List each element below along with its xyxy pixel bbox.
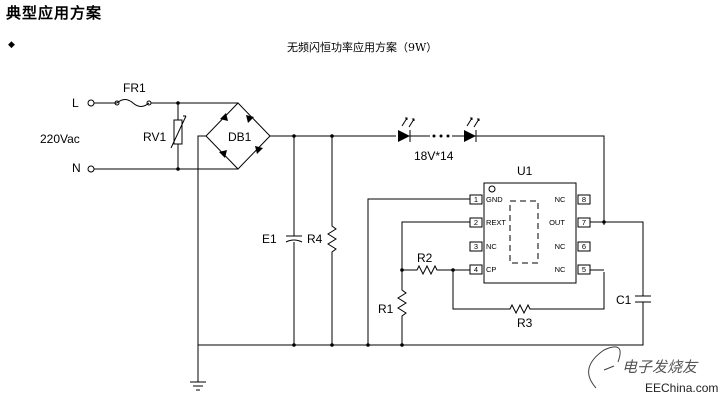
chip-u1: U1 1 2 3 4 GND REXT NC CP 8 7 6 5 NC OUT… — [469, 164, 591, 284]
pin-1-number: 1 — [474, 195, 478, 204]
resistor-r1-label: R1 — [378, 302, 394, 316]
resistor-r2: R2 — [402, 251, 470, 276]
figure-caption: 无频闪恒功率应用方案（9W） — [287, 41, 438, 54]
pin-4-name: CP — [486, 265, 496, 274]
terminal-label-l: L — [72, 96, 79, 110]
varistor-rv1: RV1 — [143, 101, 187, 171]
fuse-fr1: FR1 — [94, 81, 238, 107]
capacitor-c1-label: C1 — [616, 293, 632, 307]
ground-icon — [190, 345, 206, 391]
watermark-site: EEChina.com — [645, 381, 718, 395]
pin-1-name: GND — [486, 195, 503, 204]
pin-3-name: NC — [486, 242, 497, 251]
pin-8-number: 8 — [582, 195, 586, 204]
capacitor-e1: E1 — [262, 136, 303, 345]
bridge-rectifier-db1: DB1 — [197, 102, 294, 345]
resistor-r4: R4 — [307, 136, 337, 345]
fuse-label: FR1 — [123, 81, 146, 95]
ac-input: L 220Vac N — [40, 96, 95, 175]
led-string-label: 18V*14 — [414, 149, 454, 163]
capacitor-c1: C1 — [604, 293, 651, 346]
resistor-r1: R1 — [378, 221, 470, 345]
resistor-r3-label: R3 — [517, 316, 533, 330]
watermark-brand: 电子发烧友 — [622, 358, 699, 376]
pin-7-number: 7 — [582, 218, 586, 227]
pin-5-number: 5 — [582, 265, 586, 274]
pin-2-number: 2 — [474, 218, 478, 227]
out-wire — [590, 221, 644, 296]
resistor-r3: R3 — [452, 270, 605, 330]
pin-4-number: 4 — [474, 265, 478, 274]
pin-8-name: NC — [555, 195, 566, 204]
resistor-r2-label: R2 — [417, 251, 433, 265]
pin-5-name: NC — [555, 265, 566, 274]
terminal-l — [87, 99, 95, 107]
capacitor-e1-label: E1 — [262, 232, 277, 246]
terminal-label-n: N — [72, 161, 81, 175]
watermark-logo — [588, 346, 621, 389]
terminal-n — [87, 165, 95, 173]
pin-2-name: REXT — [486, 218, 506, 227]
chip-label: U1 — [517, 164, 533, 178]
pin-3-number: 3 — [474, 242, 478, 251]
bullet-icon: ◆ — [8, 40, 15, 50]
page-title: 典型应用方案 — [6, 4, 103, 22]
voltage-label: 220Vac — [40, 132, 80, 146]
pin-6-number: 6 — [582, 242, 586, 251]
resistor-r4-label: R4 — [307, 232, 323, 246]
bridge-label: DB1 — [228, 130, 252, 144]
led-string: 18V*14 — [398, 117, 605, 225]
pin-6-name: NC — [555, 242, 566, 251]
pin-7-name: OUT — [549, 218, 565, 227]
gnd-wire — [367, 198, 470, 345]
varistor-label: RV1 — [143, 130, 166, 144]
